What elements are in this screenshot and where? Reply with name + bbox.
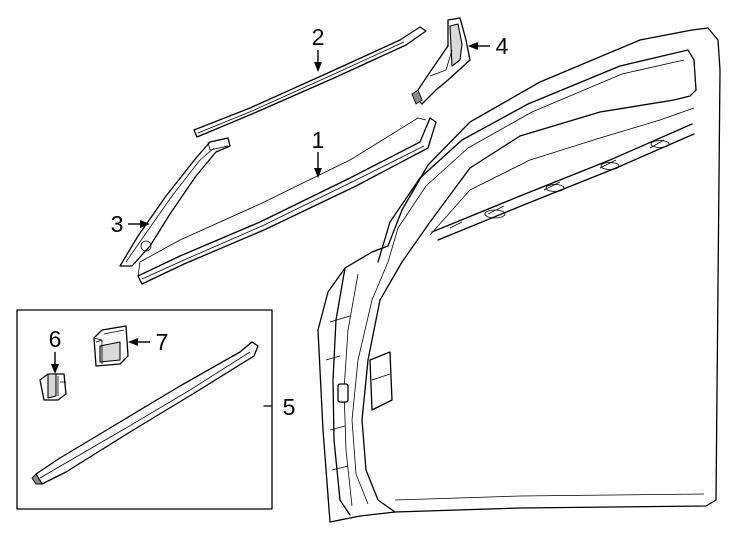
part-7-retainer xyxy=(93,325,129,367)
callout-3: 3 xyxy=(111,211,124,237)
callout-6: 6 xyxy=(49,326,62,352)
callout-1: 1 xyxy=(312,127,325,153)
part-1-belt-molding xyxy=(137,117,437,285)
callout-7: 7 xyxy=(156,329,169,355)
callout-2: 2 xyxy=(312,24,325,50)
part-5-kit-box xyxy=(16,309,273,510)
part-5-side-molding xyxy=(31,341,259,485)
part-6-clip xyxy=(39,373,67,401)
part-3-pillar-garnish xyxy=(119,137,231,267)
part-2-upper-molding xyxy=(193,26,427,138)
callout-4: 4 xyxy=(496,33,509,59)
rear-door-shell xyxy=(317,27,721,523)
callout-5: 5 xyxy=(283,394,296,420)
part-4-corner-garnish xyxy=(411,17,471,105)
callout-arrows xyxy=(51,42,490,374)
